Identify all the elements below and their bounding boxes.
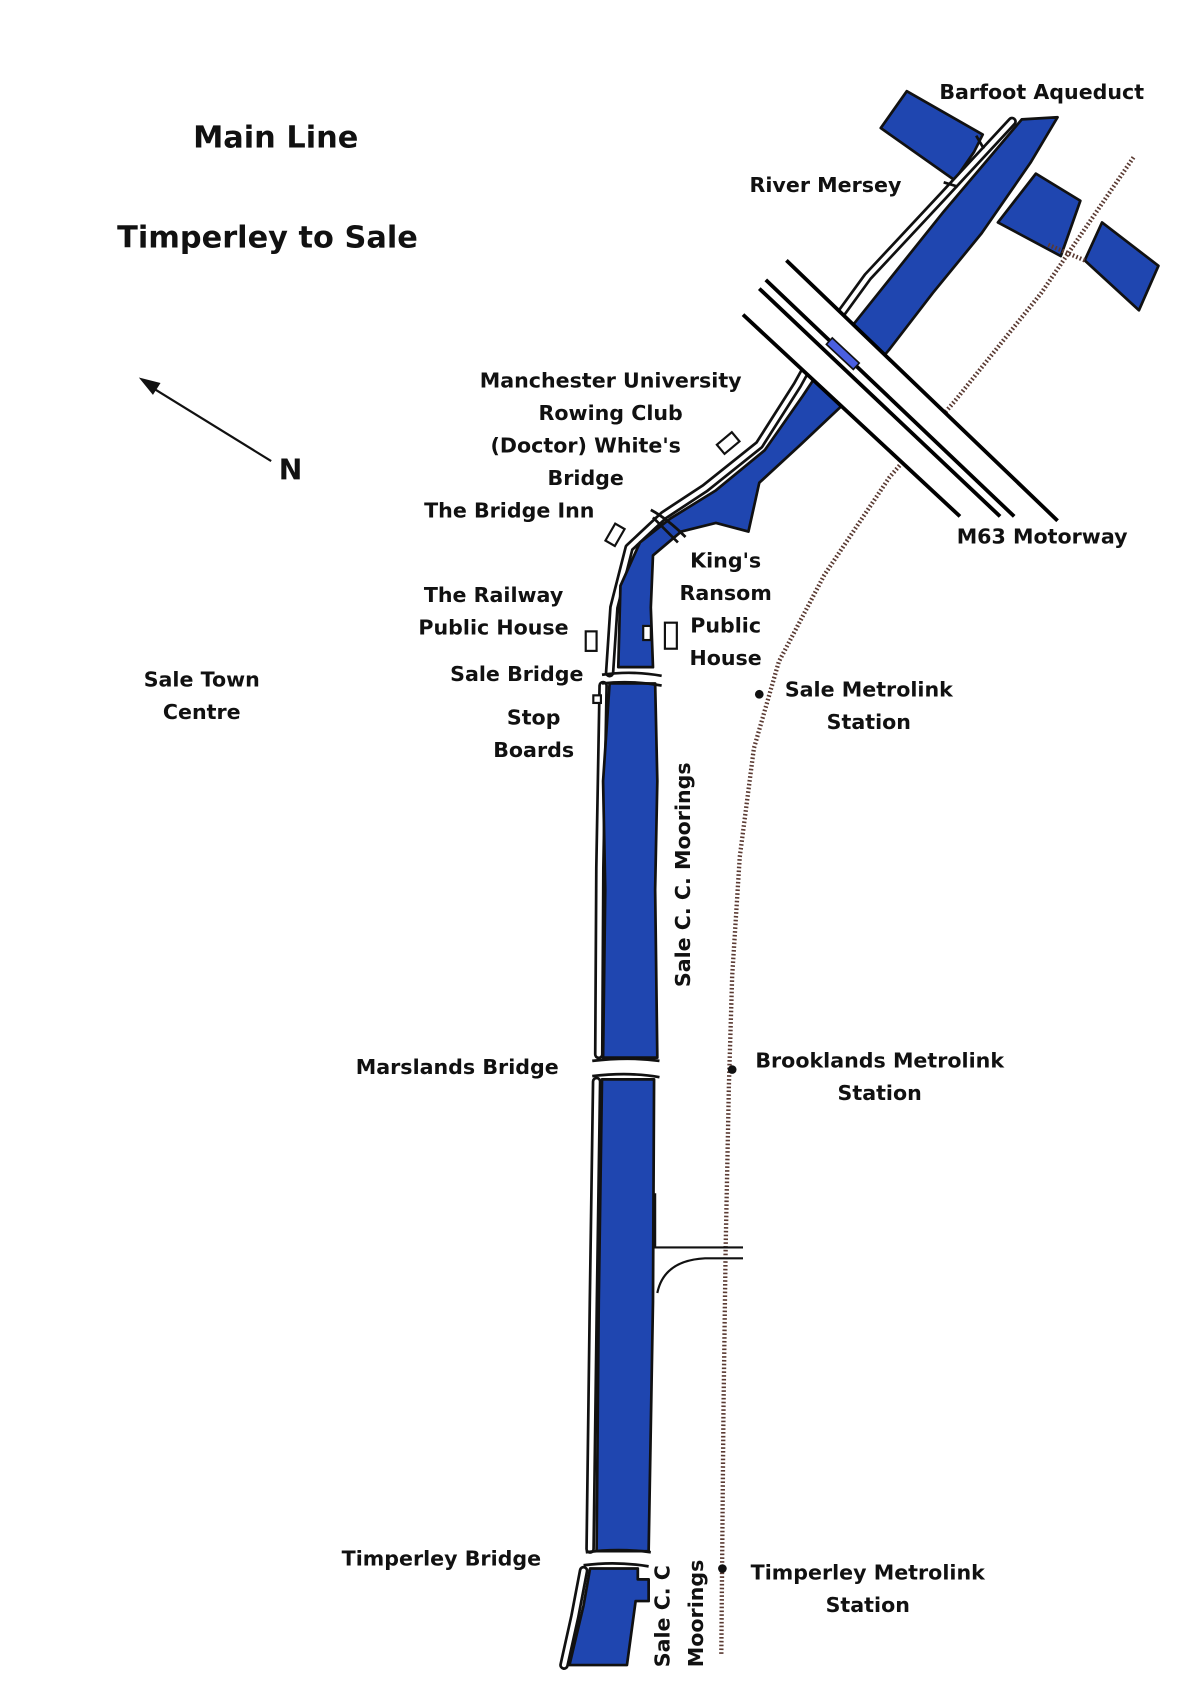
label-rowing-club: Manchester University (480, 368, 742, 392)
label-railway-house: The Railway (424, 583, 564, 607)
brooklands-metrolink-dot (727, 1065, 737, 1074)
map-title: Main Line (193, 121, 358, 156)
railway-branch (1045, 242, 1086, 263)
label-brooklands-metrolink: Station (838, 1081, 922, 1105)
label-sale-bridge: Sale Bridge (450, 662, 583, 686)
label-kings-ransom: Public (690, 613, 761, 637)
label-kings-ransom: Ransom (680, 581, 772, 605)
label-barfoot-aqueduct: Barfoot Aqueduct (939, 80, 1144, 104)
label-sale-metrolink: Sale Metrolink (785, 677, 954, 701)
towpath (559, 116, 1017, 1670)
label-stop-boards: Stop (507, 706, 561, 730)
label-white-bridge: Bridge (548, 466, 624, 490)
bridges (583, 134, 985, 1568)
label-marslands-bridge: Marslands Bridge (356, 1055, 559, 1079)
label-sale-town-centre: Centre (163, 700, 241, 724)
label-timperley-metrolink: Station (826, 1593, 910, 1617)
label-timperley-moorings: Moorings (684, 1560, 708, 1668)
label-brooklands-metrolink: Brooklands Metrolink (755, 1048, 1005, 1072)
metrolink-railway (719, 156, 1136, 1655)
label-stop-boards: Boards (493, 738, 574, 762)
label-timperley-bridge: Timperley Bridge (342, 1546, 541, 1570)
label-kings-ransom: King's (690, 548, 761, 572)
side-arm (654, 1193, 744, 1294)
label-timperley-metrolink: Timperley Metrolink (751, 1560, 986, 1584)
map-subtitle: Timperley to Sale (117, 220, 418, 255)
river-mersey (879, 89, 1160, 312)
label-white-bridge: (Doctor) White's (491, 433, 681, 457)
timperley-metrolink-dot (718, 1564, 727, 1573)
label-sale-moorings: Sale C. C. Moorings (671, 762, 695, 987)
label-sale-metrolink: Station (827, 710, 911, 734)
label-timperley-moorings: Sale C. C (650, 1565, 674, 1667)
label-river-mersey: River Mersey (750, 173, 902, 197)
label-sale-town-centre: Sale Town (144, 668, 260, 692)
label-m63: M63 Motorway (957, 525, 1128, 549)
label-kings-ransom: House (690, 646, 762, 670)
label-rowing-club: Rowing Club (539, 401, 683, 425)
buildings (584, 430, 742, 705)
north-label: N (279, 454, 303, 487)
label-railway-house: Public House (418, 616, 568, 640)
north-arrow-icon (138, 377, 272, 462)
m63-motorway (741, 259, 1059, 523)
label-bridge-inn: The Bridge Inn (424, 498, 594, 522)
sale-metrolink-dot (754, 689, 764, 699)
